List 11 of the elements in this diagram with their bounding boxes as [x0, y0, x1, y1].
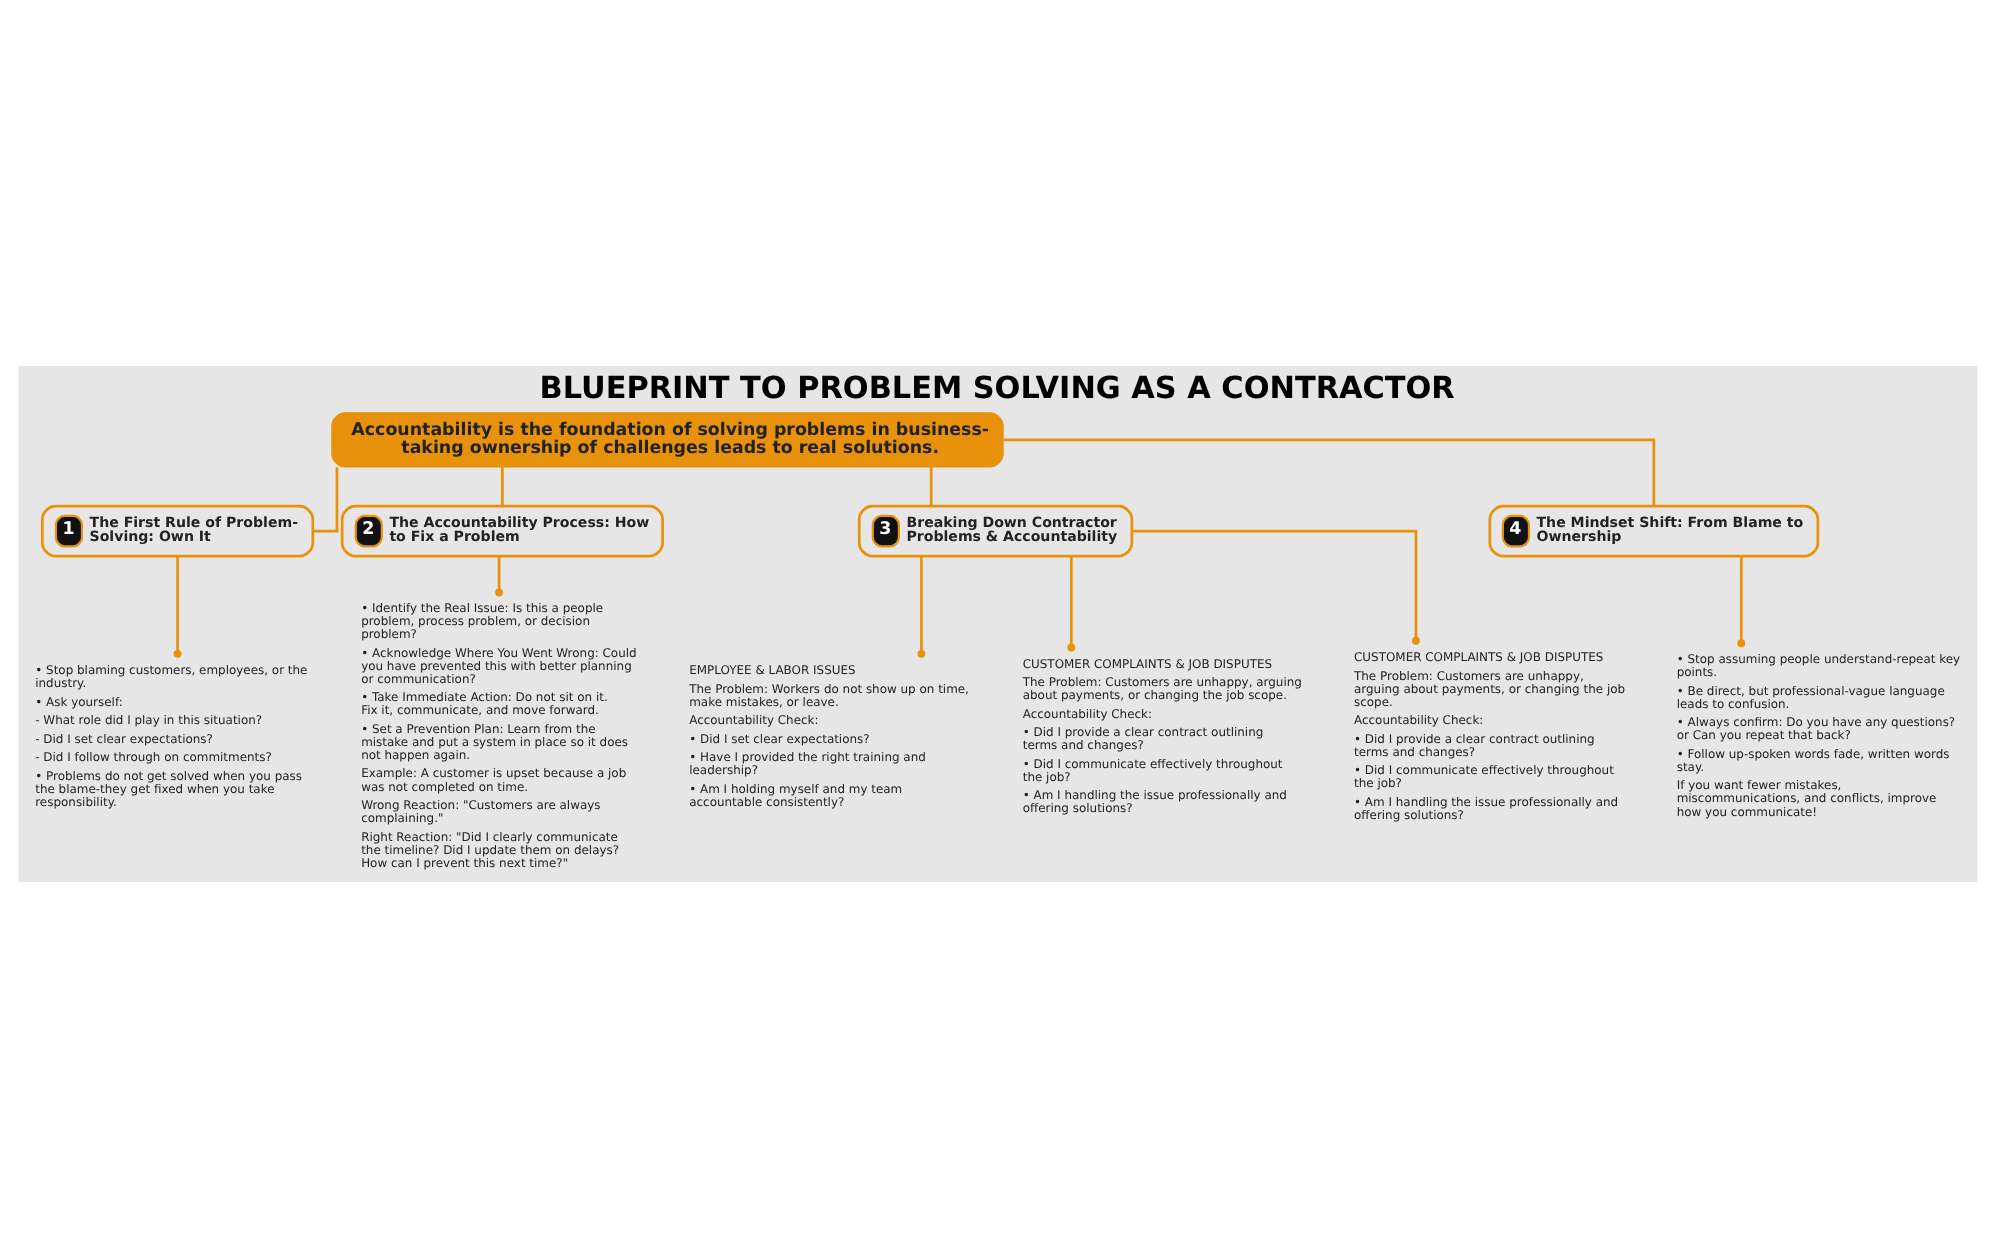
connector — [1132, 529, 1420, 645]
diagram-title: BLUEPRINT TO PROBLEM SOLVING AS A CONTRACTOR — [539, 369, 1455, 406]
node-box: Accountability is the foundation of solving problems in business-taking ownership of challenges leads to real solutions. — [331, 412, 1004, 468]
connector — [495, 556, 504, 597]
connector — [929, 467, 933, 506]
connector — [173, 556, 182, 658]
connector — [917, 556, 926, 658]
connector — [1737, 556, 1746, 648]
connector — [1067, 556, 1076, 652]
connector — [1003, 438, 1656, 506]
connector — [501, 467, 504, 506]
